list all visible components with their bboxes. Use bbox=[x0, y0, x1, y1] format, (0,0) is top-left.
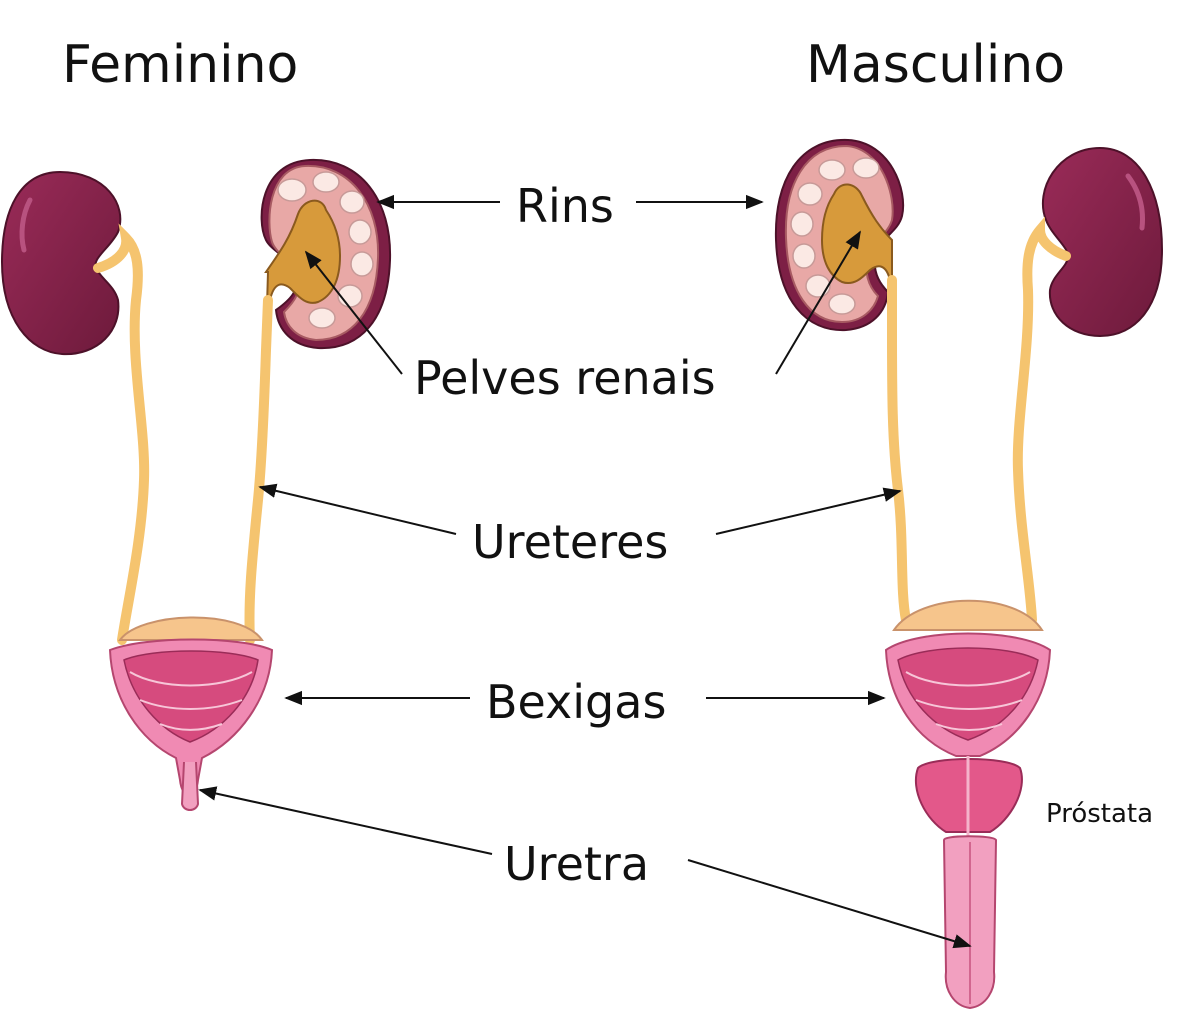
male-left-ureter bbox=[887, 275, 911, 625]
female-renal-pelvis bbox=[264, 199, 342, 341]
label-bladders: Bexigas bbox=[486, 675, 666, 729]
female-bladder bbox=[108, 616, 274, 811]
male-renal-pelvis bbox=[820, 183, 893, 321]
female-system bbox=[0, 158, 392, 811]
title-male: Masculino bbox=[806, 35, 1065, 95]
female-left-kidney bbox=[0, 170, 122, 356]
female-right-ureter bbox=[244, 295, 273, 645]
label-renal-pelvis: Pelves renais bbox=[414, 351, 716, 405]
label-ureters: Ureteres bbox=[472, 515, 668, 569]
male-right-ureter bbox=[1012, 216, 1071, 625]
title-female: Feminino bbox=[62, 35, 298, 95]
male-bladder bbox=[884, 599, 1052, 757]
male-left-kidney-cut bbox=[774, 138, 905, 332]
female-right-kidney-cut bbox=[260, 158, 392, 350]
label-urethra: Uretra bbox=[504, 837, 649, 891]
label-prostate: Próstata bbox=[1046, 799, 1153, 829]
male-right-kidney bbox=[1041, 146, 1164, 338]
female-urethra bbox=[180, 761, 200, 811]
male-system bbox=[774, 138, 1164, 1010]
female-left-ureter bbox=[93, 223, 150, 645]
leader-arrows bbox=[198, 194, 972, 949]
label-kidneys: Rins bbox=[516, 179, 614, 233]
